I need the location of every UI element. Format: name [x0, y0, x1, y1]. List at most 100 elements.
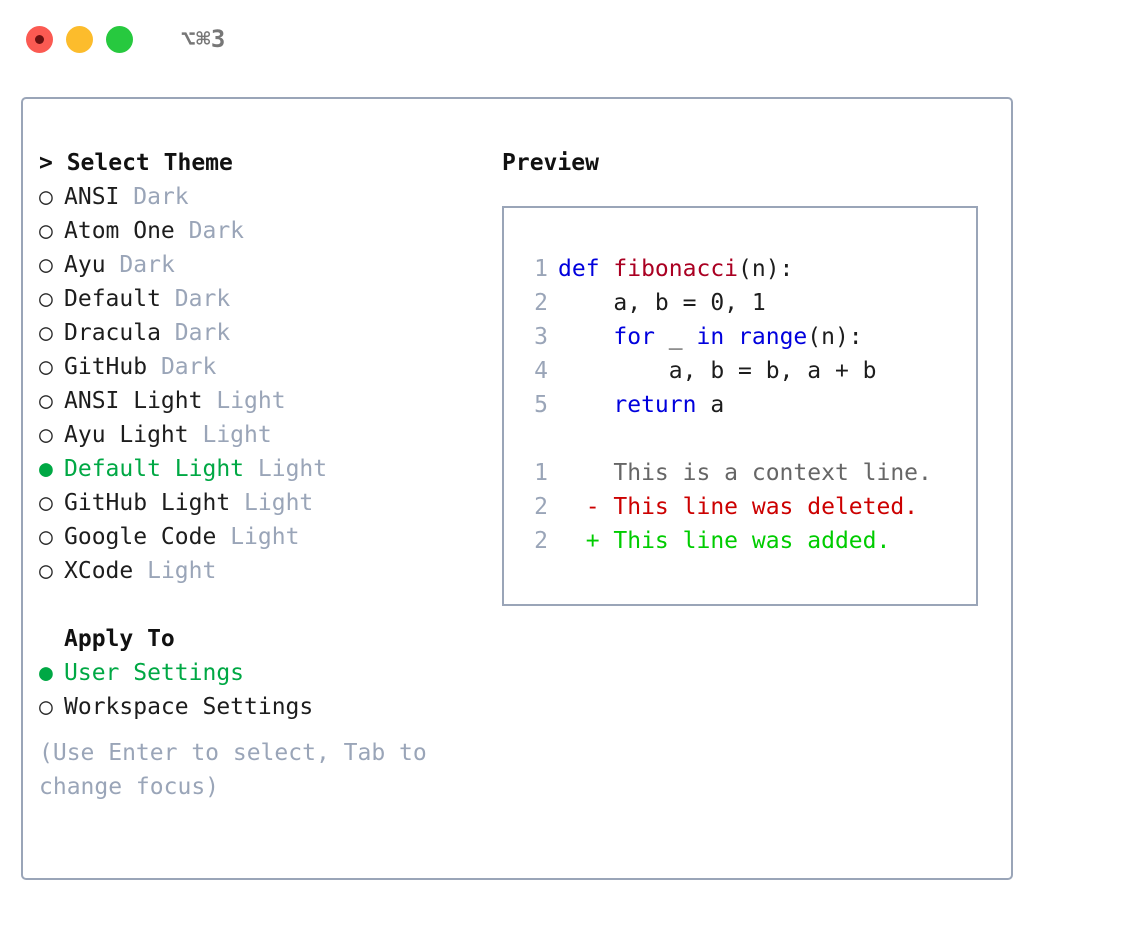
radio-unselected-icon[interactable]: ○ [39, 354, 53, 380]
theme-list-item[interactable]: ○ ANSI Light Light [39, 384, 479, 418]
radio-selected-icon[interactable]: ● [39, 456, 53, 482]
diff-line: 2 + This line was added. [520, 524, 976, 558]
theme-list-item[interactable]: ○ Ayu Dark [39, 248, 479, 282]
code-token: def [558, 256, 614, 282]
list-spacer [39, 588, 479, 622]
theme-name-label: Ayu Light [64, 422, 189, 448]
apply-to-list[interactable]: ●User Settings ○ Workspace Settings [39, 656, 479, 724]
title-bar: ⌥⌘3 [0, 0, 1140, 78]
theme-list-item[interactable]: ○ Google Code Light [39, 520, 479, 554]
radio-unselected-icon[interactable]: ○ [39, 286, 53, 312]
line-number: 1 [534, 256, 548, 282]
code-line: 2 a, b = 0, 1 [520, 286, 976, 320]
theme-name-label: Ayu [64, 252, 106, 278]
theme-list-item[interactable]: ○Ayu Light Light [39, 418, 479, 452]
theme-variant-label: Dark [174, 320, 231, 346]
radio-unselected-icon[interactable]: ○ [39, 218, 53, 244]
code-token: a, b = b, a + b [558, 358, 877, 384]
apply-to-header: Apply To [39, 622, 479, 656]
label-gap [161, 286, 175, 312]
radio-unselected-icon[interactable]: ○ [39, 320, 53, 346]
diff-text: This line was deleted. [613, 494, 919, 520]
radio-unselected-icon[interactable]: ○ [39, 524, 53, 550]
theme-variant-label: Light [216, 388, 286, 414]
line-number: 2 [534, 290, 548, 316]
select-theme-header: > Select Theme [39, 150, 233, 176]
diff-text: This is a context line. [613, 460, 932, 486]
theme-variant-label: Light [257, 456, 328, 482]
diff-line: 1 This is a context line. [520, 456, 976, 490]
line-number: 4 [534, 358, 548, 384]
apply-to-label: Workspace Settings [64, 694, 314, 720]
apply-to-header-label: Apply To [64, 626, 175, 652]
code-token: _ [654, 324, 697, 350]
theme-list-item[interactable]: ○GitHub Light Light [39, 486, 479, 520]
radio-selected-icon[interactable]: ● [39, 660, 53, 686]
code-token: a, b = 0, 1 [558, 290, 766, 316]
theme-name-label: Google Code [64, 524, 217, 550]
theme-variant-label: Light [230, 524, 300, 550]
line-number: 2 [534, 528, 548, 554]
label-gap [106, 252, 120, 278]
theme-variant-label: Dark [160, 354, 217, 380]
line-number: 1 [534, 460, 548, 486]
theme-list-item[interactable]: ○ANSI Dark [39, 180, 479, 214]
maximize-button[interactable] [106, 25, 133, 53]
apply-to-header-indent [39, 622, 64, 656]
radio-unselected-icon[interactable]: ○ [39, 422, 53, 448]
label-gap [161, 320, 175, 346]
theme-list-item[interactable]: ○ Atom One Dark [39, 214, 479, 248]
label-gap [133, 558, 147, 584]
close-button[interactable] [26, 25, 53, 53]
radio-unselected-icon[interactable]: ○ [39, 388, 53, 414]
theme-list-item[interactable]: ○ Default Dark [39, 282, 479, 316]
code-token: in range [696, 324, 808, 350]
diff-marker [558, 460, 613, 486]
theme-variant-label: Dark [174, 286, 231, 312]
preview-title: Preview [502, 150, 599, 176]
theme-list[interactable]: ○ ANSI Dark ○ Atom One Dark ○ Ayu Dark ○ Defaul… [39, 180, 479, 588]
theme-name-label: Default [64, 286, 161, 312]
theme-picker-panel: > Select Theme ○ANSI Dark○Atom One Dark○… [21, 97, 1013, 880]
theme-list-item[interactable]: ○Dracula Dark [39, 316, 479, 350]
label-gap [175, 218, 189, 244]
theme-name-label: ANSI Light [64, 388, 203, 414]
minimize-button[interactable] [66, 25, 93, 53]
theme-list-item[interactable]: ○ GitHub Dark [39, 350, 479, 384]
diff-sample: 1 This is a context line.2 - This line w… [520, 456, 976, 558]
line-number: 5 [534, 392, 548, 418]
theme-name-label: GitHub Light [64, 490, 231, 516]
theme-list-item[interactable]: ● Default Light Light [39, 452, 479, 486]
radio-unselected-icon[interactable]: ○ [39, 694, 53, 720]
radio-unselected-icon[interactable]: ○ [39, 184, 53, 210]
code-line: 3 for _ in range(n): [520, 320, 976, 354]
help-text: (Use Enter to select, Tab to change focu… [39, 740, 427, 800]
radio-unselected-icon[interactable]: ○ [39, 558, 53, 584]
theme-selection-column: > Select Theme ○ANSI Dark○Atom One Dark○… [39, 146, 479, 804]
radio-unselected-icon[interactable]: ○ [39, 490, 53, 516]
apply-to-item[interactable]: ○ Workspace Settings [39, 690, 479, 724]
line-number: 3 [534, 324, 548, 350]
apply-to-item[interactable]: ●User Settings [39, 656, 479, 690]
theme-name-label: Atom One [64, 218, 175, 244]
diff-line: 2 - This line was deleted. [520, 490, 976, 524]
code-diff-spacer [520, 422, 976, 456]
theme-name-label: ANSI [64, 184, 120, 210]
line-number: 2 [534, 494, 548, 520]
theme-list-item[interactable]: ○XCode Light [39, 554, 479, 588]
theme-variant-label: Dark [119, 252, 175, 278]
diff-marker: - [558, 494, 614, 520]
theme-name-label: GitHub [64, 354, 148, 380]
code-token [558, 392, 613, 418]
code-token: (n): [738, 256, 794, 282]
radio-unselected-icon[interactable]: ○ [39, 252, 53, 278]
theme-variant-label: Dark [188, 218, 245, 244]
code-token: a [696, 392, 725, 418]
diff-text: This line was added. [613, 528, 891, 554]
code-token: for [613, 324, 655, 350]
theme-name-label: Default Light [64, 456, 245, 482]
